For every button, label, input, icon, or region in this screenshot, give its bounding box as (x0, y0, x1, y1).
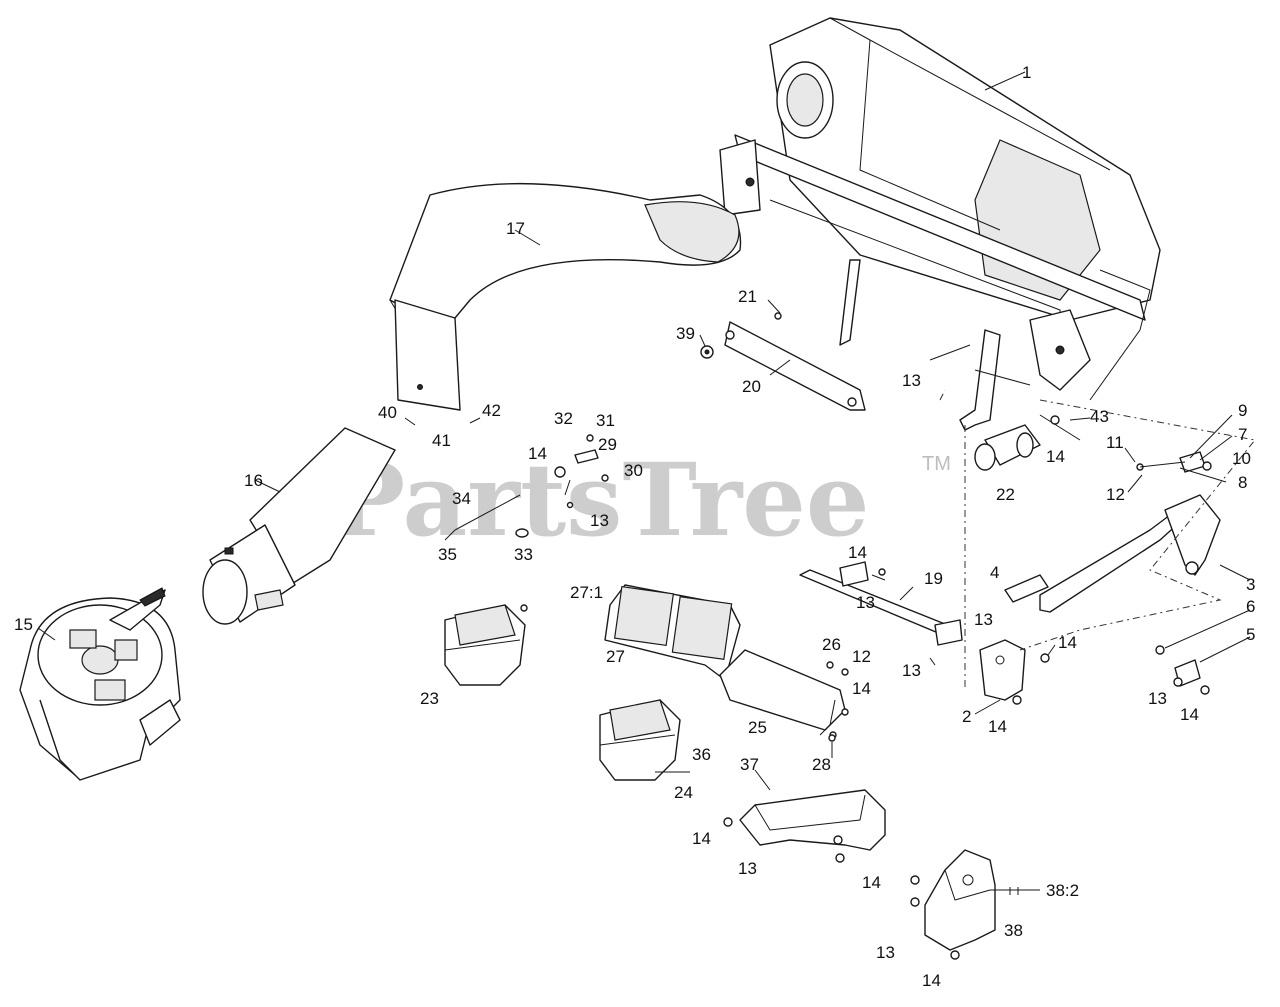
callout-24: 24 (674, 783, 693, 802)
part-22-adapter[interactable] (974, 424, 1041, 471)
part-37-bracket[interactable] (723, 789, 886, 863)
callout-14-h: 14 (692, 829, 711, 848)
callout-9: 9 (1238, 401, 1247, 420)
callout-13-g: 13 (738, 859, 757, 878)
callout-25: 25 (748, 718, 767, 737)
hardware-9-7-10-8[interactable] (1136, 451, 1212, 473)
callout-29: 29 (598, 435, 617, 454)
callout-13-b: 13 (590, 511, 609, 530)
callout-13: 13 (902, 371, 921, 390)
callout-5: 5 (1246, 625, 1255, 644)
part-38-bracket[interactable] (910, 849, 996, 960)
callout-14-e: 14 (852, 679, 871, 698)
callout-31: 31 (596, 411, 615, 430)
watermark-text: PartsTree (330, 441, 870, 559)
callout-14-f: 14 (988, 717, 1007, 736)
hardware-29-35[interactable] (444, 434, 609, 541)
callout-41: 41 (432, 431, 451, 450)
callout-14-b: 14 (1046, 447, 1065, 466)
callout-27-1: 27:1 (570, 583, 603, 602)
part-25-plate[interactable] (719, 649, 849, 739)
callout-43: 43 (1090, 407, 1109, 426)
callout-14-d: 14 (1058, 633, 1077, 652)
callout-16: 16 (244, 471, 263, 490)
callout-14-c: 14 (848, 543, 867, 562)
frame-legs[interactable] (839, 259, 1031, 431)
part-15-blower[interactable] (19, 587, 181, 781)
callout-34: 34 (452, 489, 471, 508)
callout-42: 42 (482, 401, 501, 420)
callout-3: 3 (1246, 575, 1255, 594)
part-16-lower-hose[interactable] (202, 427, 396, 625)
callout-14: 14 (528, 444, 547, 463)
callout-14-g: 14 (1180, 705, 1199, 724)
leader-lines (37, 71, 1251, 895)
callout-27: 27 (606, 647, 625, 666)
part-20-bracket[interactable] (724, 321, 866, 411)
callout-14-j: 14 (922, 971, 941, 990)
part-26-screw[interactable] (826, 661, 849, 676)
part-2-bracket[interactable] (979, 639, 1050, 705)
callout-40: 40 (378, 403, 397, 422)
callout-35: 35 (438, 545, 457, 564)
guide-line-left (939, 389, 946, 401)
callout-1: 1 (1022, 63, 1031, 82)
callout-12: 12 (1106, 485, 1125, 504)
callout-36: 36 (692, 745, 711, 764)
callout-labels: 1 2 3 4 5 6 7 8 9 10 11 12 12 13 13 13 1… (14, 63, 1255, 990)
callout-12-b: 12 (852, 647, 871, 666)
callout-14-i: 14 (862, 873, 881, 892)
part-21-bolt[interactable] (774, 312, 782, 320)
part-5-bushing[interactable] (1173, 659, 1210, 695)
callout-28: 28 (812, 755, 831, 774)
callout-33: 33 (514, 545, 533, 564)
callout-11: 11 (1106, 433, 1124, 452)
part-4-grip[interactable] (1004, 574, 1049, 603)
part-24-battery[interactable] (599, 699, 690, 781)
callout-37: 37 (740, 755, 759, 774)
callout-39: 39 (676, 324, 695, 343)
callout-6: 6 (1246, 597, 1255, 616)
callout-23: 23 (420, 689, 439, 708)
callout-10: 10 (1232, 449, 1251, 468)
part-39-nut[interactable] (700, 345, 714, 359)
part-3-lever[interactable] (1039, 494, 1221, 613)
callout-13-f: 13 (1148, 689, 1167, 708)
callout-7: 7 (1238, 425, 1247, 444)
callout-19: 19 (924, 569, 943, 588)
part-23-battery[interactable] (444, 604, 528, 686)
callout-4: 4 (990, 563, 999, 582)
callout-22: 22 (996, 485, 1015, 504)
callout-32: 32 (554, 409, 573, 428)
callout-21: 21 (738, 287, 757, 306)
callout-13-h: 13 (876, 943, 895, 962)
callout-30: 30 (624, 461, 643, 480)
watermark-trademark: TM (922, 453, 951, 475)
callout-2: 2 (962, 707, 971, 726)
callout-17: 17 (506, 219, 525, 238)
callout-13-d: 13 (974, 610, 993, 629)
callout-13-c: 13 (856, 593, 875, 612)
callout-20: 20 (742, 377, 761, 396)
part-19-rod[interactable] (799, 561, 963, 646)
callout-26: 26 (822, 635, 841, 654)
part-1-hopper[interactable] (719, 17, 1161, 401)
part-28-screw[interactable] (828, 734, 836, 742)
callout-13-e: 13 (902, 661, 921, 680)
part-17-upper-hose[interactable] (389, 182, 742, 411)
callout-38: 38 (1004, 921, 1023, 940)
part-43-pin[interactable] (1039, 414, 1081, 441)
part-6-pin[interactable] (1155, 645, 1165, 655)
guide-line-right (1019, 399, 1256, 651)
callout-8: 8 (1238, 473, 1247, 492)
callout-15: 15 (14, 615, 33, 634)
callout-38-2: 38:2 (1046, 881, 1079, 900)
part-27-control-panel[interactable] (604, 584, 741, 681)
